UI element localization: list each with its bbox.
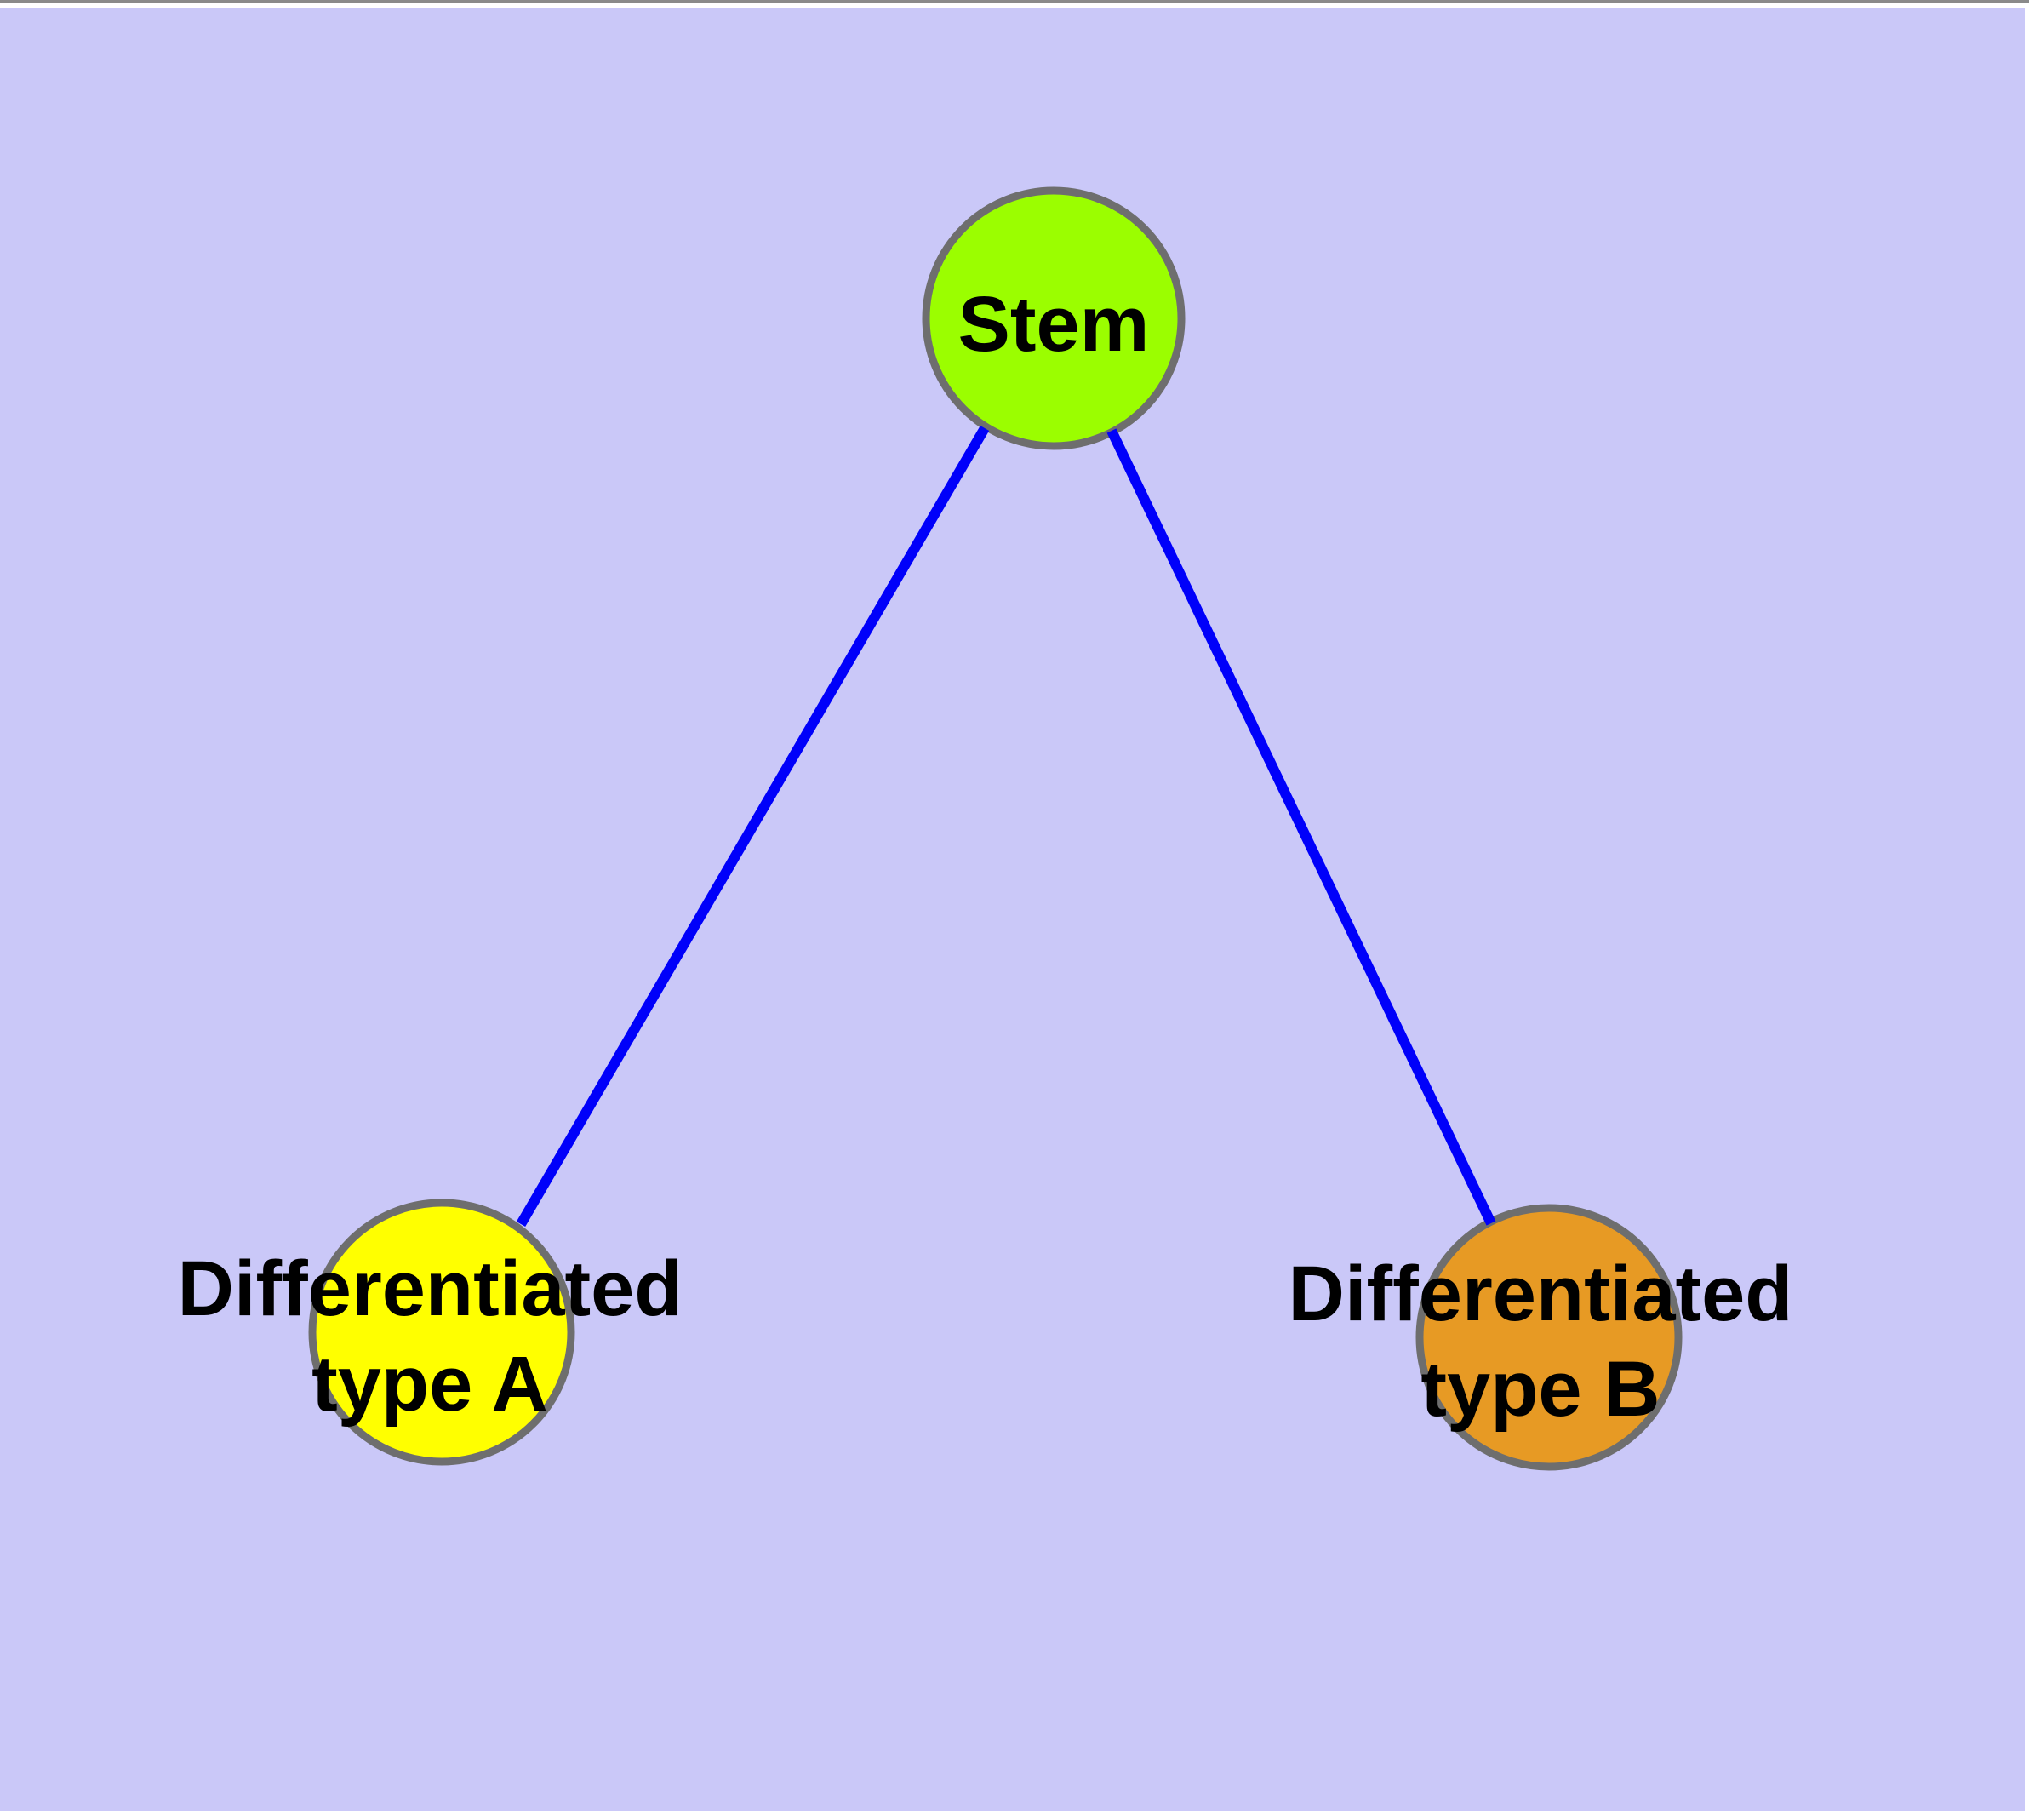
differentiated-type-a-node xyxy=(308,1199,575,1466)
type-a-node-label-line1: Differentiated xyxy=(178,1245,683,1332)
type-b-node-label-line1: Differentiated xyxy=(1289,1251,1793,1337)
type-a-node-label-line2: type A xyxy=(311,1341,548,1428)
edge-stem-to-type-b xyxy=(1106,428,1496,1226)
stem-node xyxy=(922,186,1186,450)
edge-stem-to-type-a xyxy=(516,425,990,1228)
type-b-node-label-line2: type B xyxy=(1420,1346,1660,1433)
differentiated-type-b-node xyxy=(1415,1204,1683,1471)
stem-node-label: Stem xyxy=(958,281,1150,368)
